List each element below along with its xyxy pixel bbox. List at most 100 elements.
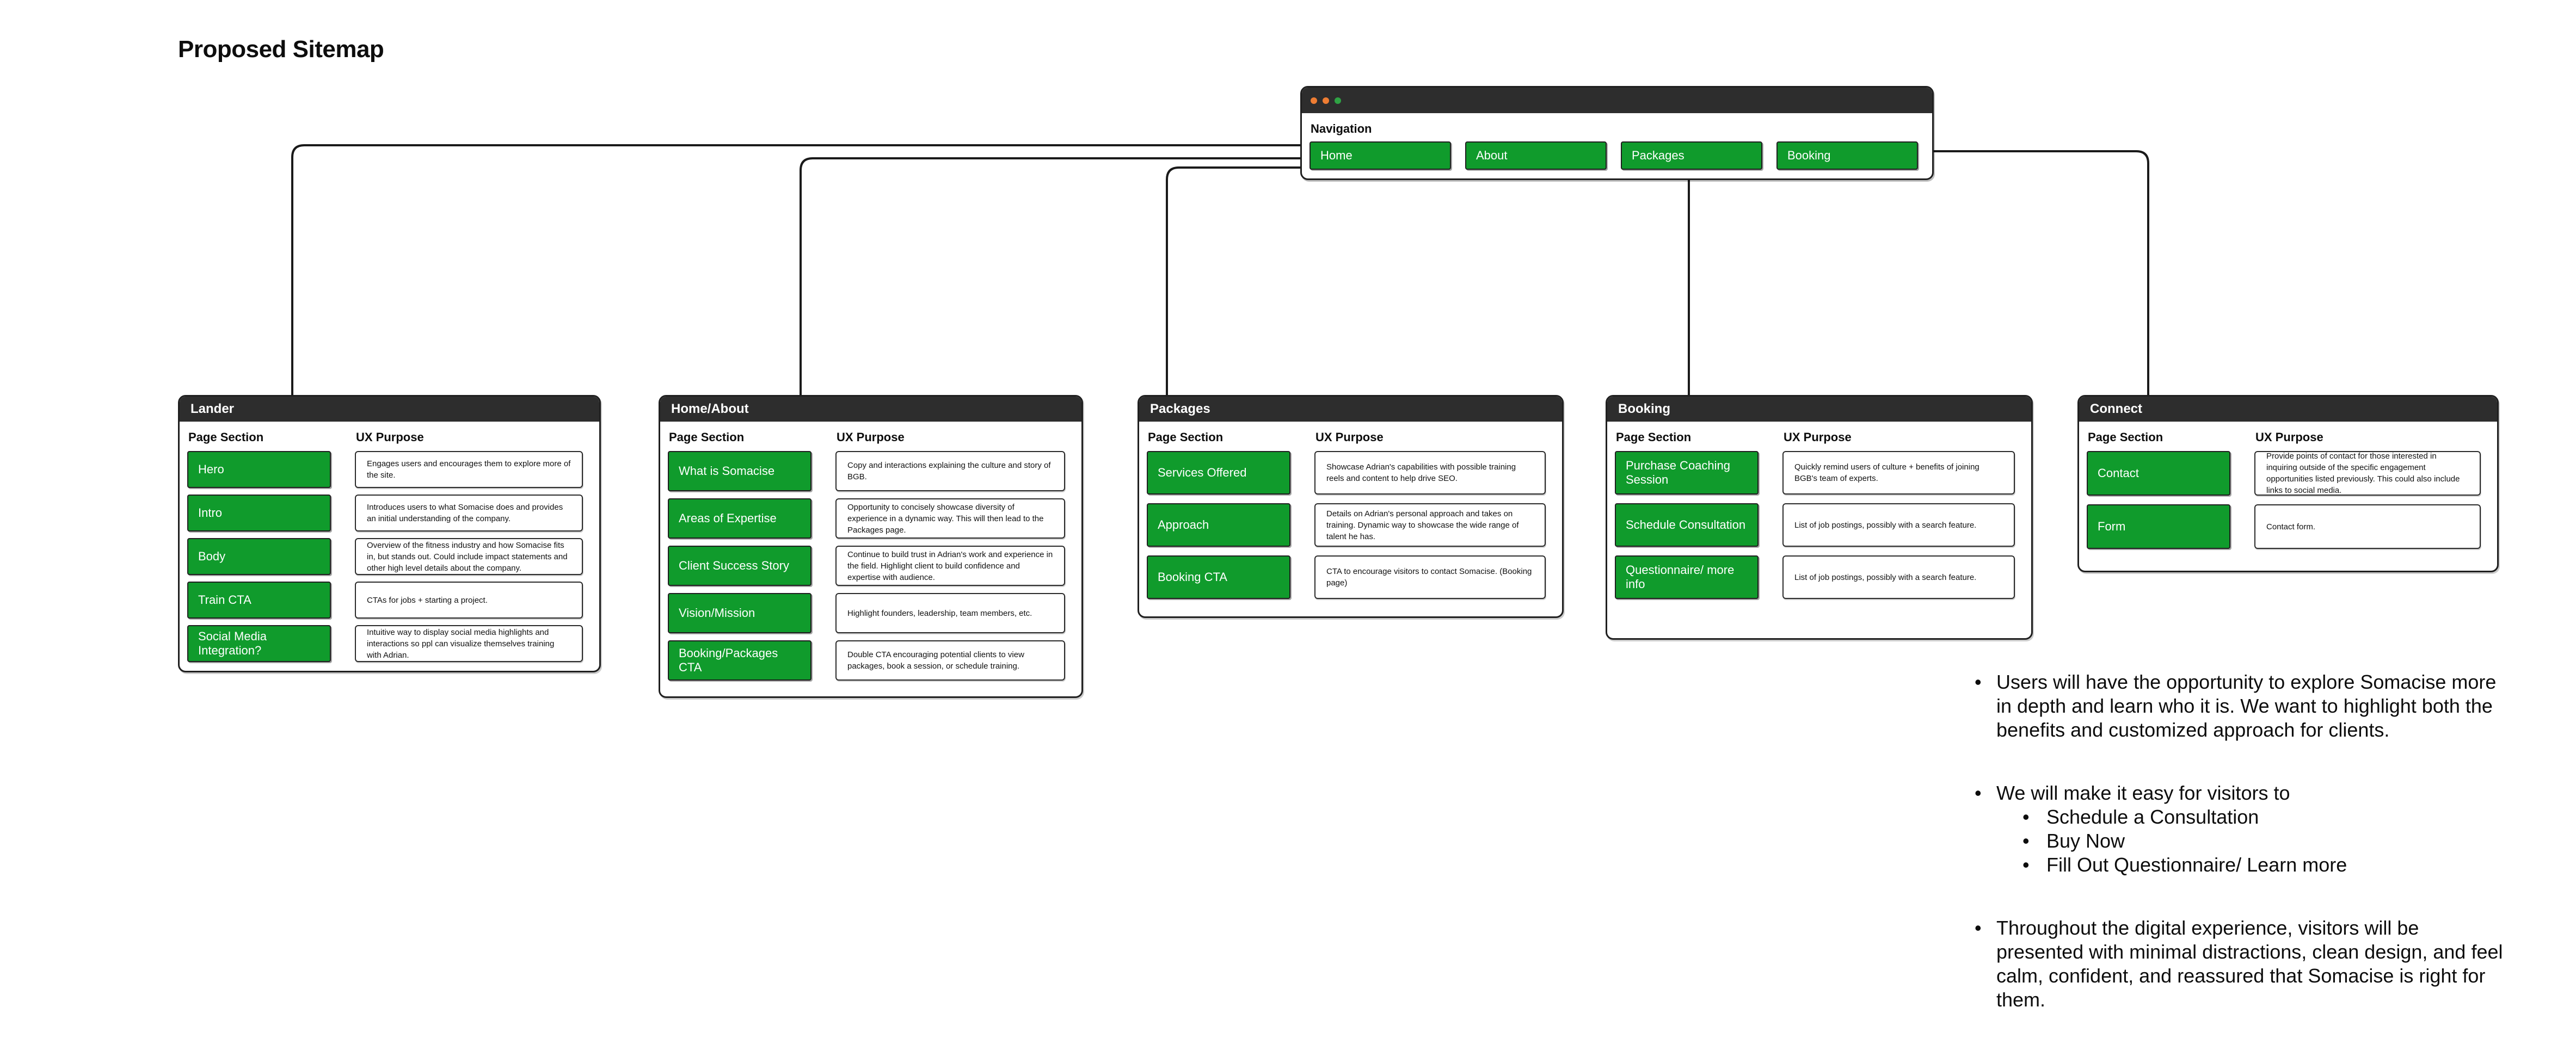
card-home-about: Home/About Page Section UX Purpose What … — [659, 395, 1083, 698]
nav-button-home[interactable]: Home — [1309, 141, 1451, 170]
table-row: Contact Provide points of contact for th… — [2087, 451, 2481, 496]
section-chip-areas-of-expertise[interactable]: Areas of Expertise — [668, 498, 811, 539]
table-row: Form Contact form. — [2087, 504, 2481, 549]
column-header-page-section: Page Section — [2088, 430, 2163, 444]
subnote-text: Schedule a Consultation — [2046, 806, 2259, 828]
section-chip-schedule-consultation[interactable]: Schedule Consultation — [1615, 503, 1759, 547]
section-chip-questionnaire-more-info[interactable]: Questionnaire/ more info — [1615, 555, 1759, 599]
column-header-ux-purpose: UX Purpose — [1784, 430, 1852, 444]
card-packages: Packages Page Section UX Purpose Service… — [1138, 395, 1564, 618]
column-header-page-section: Page Section — [669, 430, 745, 444]
purpose-note: Copy and interactions explaining the cul… — [835, 451, 1065, 491]
section-chip-purchase-coaching-session[interactable]: Purchase Coaching Session — [1615, 451, 1759, 495]
subnote-text: Buy Now — [2046, 830, 2125, 852]
section-chip-booking-packages-cta[interactable]: Booking/Packages CTA — [668, 640, 811, 681]
table-row: What is Somacise Copy and interactions e… — [668, 451, 1065, 491]
purpose-note: Highlight founders, leadership, team mem… — [835, 593, 1065, 633]
section-chip-hero[interactable]: Hero — [187, 451, 331, 488]
column-header-ux-purpose: UX Purpose — [1315, 430, 1384, 444]
table-row: Booking/Packages CTA Double CTA encourag… — [668, 640, 1065, 681]
section-chip-contact[interactable]: Contact — [2087, 451, 2230, 496]
nav-button-booking[interactable]: Booking — [1776, 141, 1918, 170]
nav-button-about[interactable]: About — [1465, 141, 1607, 170]
card-lander: Lander Page Section UX Purpose Hero Enga… — [178, 395, 601, 672]
note-easy-for-visitors: • We will make it easy for visitors to •… — [1975, 781, 2508, 877]
purpose-note: Introduces users to what Somacise does a… — [355, 495, 583, 532]
purpose-note: CTA to encourage visitors to contact Som… — [1314, 555, 1546, 599]
column-header-page-section: Page Section — [188, 430, 264, 444]
table-row: Areas of Expertise Opportunity to concis… — [668, 498, 1065, 539]
nav-button-packages[interactable]: Packages — [1621, 141, 1762, 170]
subnote-buy-now: • Buy Now — [2022, 829, 2347, 853]
connector-nav-to-home — [800, 157, 1300, 395]
note-digital-experience: • Throughout the digital experience, vis… — [1975, 916, 2508, 1012]
section-chip-what-is-somacise[interactable]: What is Somacise — [668, 451, 811, 491]
column-header-page-section: Page Section — [1148, 430, 1224, 444]
column-header-page-section: Page Section — [1616, 430, 1692, 444]
purpose-note: Double CTA encouraging potential clients… — [835, 640, 1065, 681]
navigation-buttons: Home About Packages Booking — [1309, 141, 1925, 170]
note-text: Users will have the opportunity to explo… — [1996, 671, 2497, 741]
card-booking-title: Booking — [1607, 397, 2031, 422]
section-chip-approach[interactable]: Approach — [1147, 503, 1290, 547]
card-booking: Booking Page Section UX Purpose Purchase… — [1606, 395, 2033, 640]
purpose-note: Overview of the fitness industry and how… — [355, 538, 583, 575]
purpose-note: Showcase Adrian's capabilities with poss… — [1314, 451, 1546, 495]
bullet-icon: • — [1975, 671, 1982, 693]
section-chip-booking-cta[interactable]: Booking CTA — [1147, 555, 1290, 599]
table-row: Schedule Consultation List of job postin… — [1615, 503, 2015, 547]
column-header-ux-purpose: UX Purpose — [837, 430, 905, 444]
section-chip-body[interactable]: Body — [187, 538, 331, 575]
table-row: Services Offered Showcase Adrian's capab… — [1147, 451, 1546, 495]
card-packages-body: Page Section UX Purpose Services Offered… — [1139, 422, 1562, 616]
purpose-note: Continue to build trust in Adrian's work… — [835, 546, 1065, 586]
card-home-about-body: Page Section UX Purpose What is Somacise… — [660, 422, 1081, 696]
section-chip-vision-mission[interactable]: Vision/Mission — [668, 593, 811, 633]
page-title: Proposed Sitemap — [178, 36, 384, 63]
section-chip-intro[interactable]: Intro — [187, 495, 331, 532]
bullet-icon: • — [2022, 806, 2030, 828]
purpose-note: Opportunity to concisely showcase divers… — [835, 498, 1065, 539]
card-lander-title: Lander — [180, 397, 599, 422]
column-header-ux-purpose: UX Purpose — [2255, 430, 2323, 444]
table-row: Vision/Mission Highlight founders, leade… — [668, 593, 1065, 633]
subnote-text: Fill Out Questionnaire/ Learn more — [2046, 854, 2347, 876]
note-explore-somacise: • Users will have the opportunity to exp… — [1975, 670, 2508, 742]
section-chip-client-success-story[interactable]: Client Success Story — [668, 546, 811, 586]
window-dot-orange-icon[interactable] — [1311, 97, 1317, 104]
card-home-about-title: Home/About — [660, 397, 1081, 422]
table-row: Hero Engages users and encourages them t… — [187, 451, 583, 488]
section-chip-social-media[interactable]: Social Media Integration? — [187, 625, 331, 662]
card-connect: Connect Page Section UX Purpose Contact … — [2077, 395, 2499, 572]
ux-notes: • Users will have the opportunity to exp… — [1975, 670, 2508, 1012]
note-text: We will make it easy for visitors to — [1996, 782, 2290, 804]
purpose-note: Details on Adrian's personal approach an… — [1314, 503, 1546, 547]
card-packages-title: Packages — [1139, 397, 1562, 422]
bullet-icon: • — [2022, 854, 2030, 876]
card-booking-body: Page Section UX Purpose Purchase Coachin… — [1607, 422, 2031, 638]
window-dot-green-icon[interactable] — [1335, 97, 1341, 104]
connector-nav-to-lander — [291, 144, 1300, 395]
bullet-icon: • — [1975, 782, 1982, 804]
bullet-icon: • — [2022, 830, 2030, 852]
section-chip-train-cta[interactable]: Train CTA — [187, 582, 331, 619]
purpose-note: Engages users and encourages them to exp… — [355, 451, 583, 488]
connector-nav-to-packages — [1166, 166, 1300, 395]
table-row: Questionnaire/ more info List of job pos… — [1615, 555, 2015, 599]
navigation-window: Navigation Home About Packages Booking — [1300, 86, 1934, 180]
table-row: Body Overview of the fitness industry an… — [187, 538, 583, 575]
window-dot-orange-icon[interactable] — [1323, 97, 1329, 104]
navigation-label: Navigation — [1311, 122, 1372, 135]
note-text: Throughout the digital experience, visit… — [1996, 917, 2503, 1011]
column-header-ux-purpose: UX Purpose — [356, 430, 424, 444]
table-row: Booking CTA CTA to encourage visitors to… — [1147, 555, 1546, 599]
bullet-icon: • — [1975, 917, 1982, 939]
purpose-note: Quickly remind users of culture + benefi… — [1782, 451, 2015, 495]
section-chip-services-offered[interactable]: Services Offered — [1147, 451, 1290, 495]
connector-nav-to-connect — [1934, 150, 2149, 395]
section-chip-form[interactable]: Form — [2087, 504, 2230, 549]
purpose-note: List of job postings, possibly with a se… — [1782, 503, 2015, 547]
subnote-questionnaire: • Fill Out Questionnaire/ Learn more — [2022, 853, 2347, 877]
card-lander-body: Page Section UX Purpose Hero Engages use… — [180, 422, 599, 671]
